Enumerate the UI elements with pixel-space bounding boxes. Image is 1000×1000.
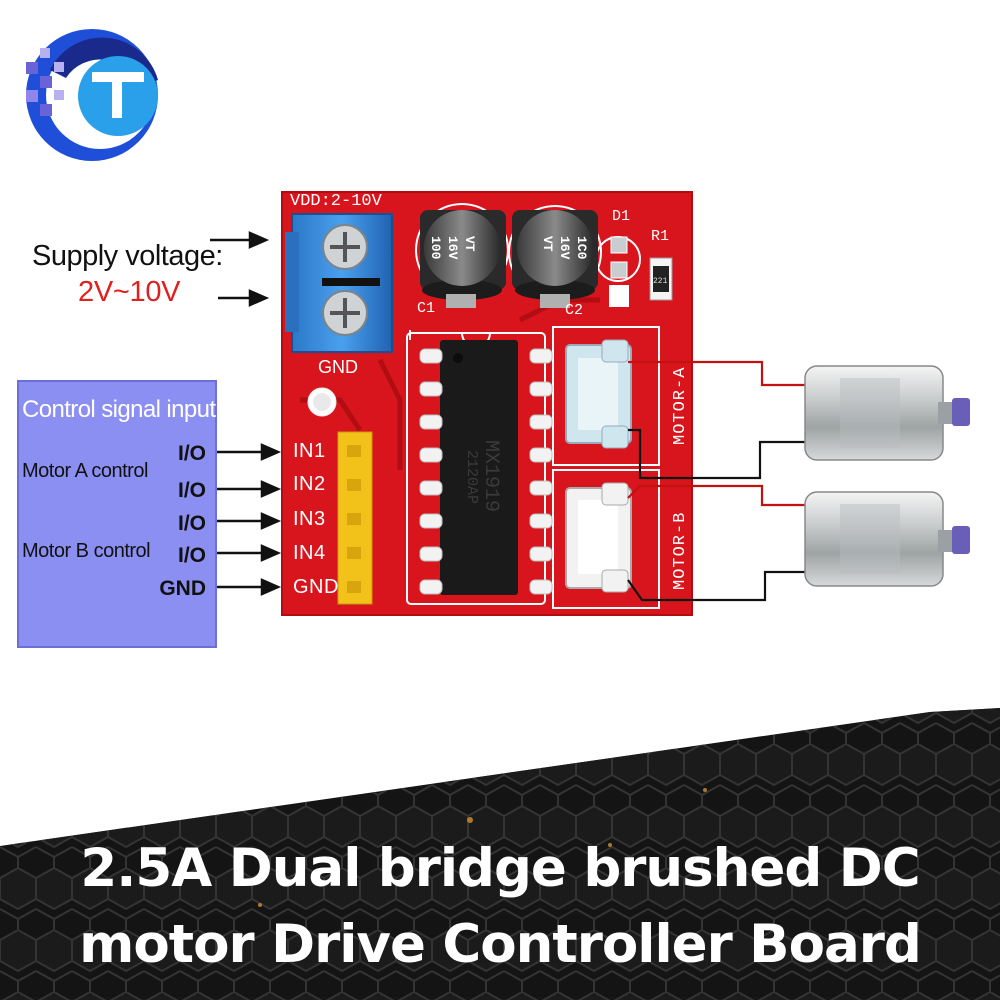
supply-voltage-label: Supply voltage:: [32, 240, 223, 272]
power-terminal: [285, 213, 393, 353]
motor-a-control-label: Motor A control: [22, 460, 148, 482]
chip-pin-left: [419, 546, 443, 562]
cap1-line2: 16V: [445, 236, 460, 260]
driver-chip: [440, 340, 518, 595]
chip-pin-left: [419, 447, 443, 463]
chip-pin-right: [529, 546, 553, 562]
signal-tag-2: I/O: [177, 479, 206, 502]
chip-marking-2: 2120AP: [463, 450, 480, 504]
cap1-line1: 100: [428, 236, 443, 260]
header-pins: [347, 445, 361, 593]
chip-pin-right: [529, 513, 553, 529]
chip-pin-right: [529, 480, 553, 496]
signal-tag-1: I/O: [177, 442, 206, 465]
cap2-line2: 16V: [557, 236, 572, 260]
resistor-r1: [649, 257, 673, 301]
motor-wires: [627, 360, 810, 602]
motor-b-connector: [565, 482, 632, 593]
chip-pin-left: [419, 579, 443, 595]
vdd-label: VDD:2-10V: [290, 192, 382, 211]
cap1-line3: VT: [462, 236, 477, 252]
motor-a-connector: [565, 339, 632, 449]
chip-pin-right: [529, 579, 553, 595]
pin-gnd: GND: [293, 576, 339, 598]
header-pin: [347, 581, 361, 593]
signal-tag-gnd: GND: [159, 577, 206, 600]
chip-pin-left: [419, 414, 443, 430]
header-pin: [347, 547, 361, 559]
header-pin: [347, 445, 361, 457]
supply-arrows: [210, 231, 270, 307]
banner-title-line2: motor Drive Controller Board: [79, 914, 922, 975]
chip-pin-left: [419, 513, 443, 529]
chip-pin-right: [529, 414, 553, 430]
chip-pin-left: [419, 348, 443, 364]
chip-pin-right: [529, 381, 553, 397]
motor-b: [804, 491, 970, 587]
r1-code: 221: [653, 277, 668, 286]
pin-in4: IN4: [293, 542, 326, 564]
c2-label: C2: [565, 302, 584, 319]
motor-a: [804, 365, 970, 461]
motor-b-label: MOTOR-B: [671, 512, 690, 590]
cap2-line1: 1C0: [574, 236, 589, 260]
signal-tag-3: I/O: [177, 512, 206, 535]
chip-pin-left: [419, 480, 443, 496]
r1-label: R1: [651, 228, 670, 245]
gnd-terminal-label: GND: [318, 357, 358, 377]
control-arrows: [212, 443, 282, 596]
capacitor-c1: [420, 210, 506, 308]
signal-tag-4: I/O: [177, 544, 206, 567]
pin-in3: IN3: [293, 508, 326, 530]
pin-in2: IN2: [293, 473, 326, 495]
motor-b-control-label: Motor B control: [22, 540, 151, 562]
chip-pin-left: [419, 381, 443, 397]
header-pin: [347, 479, 361, 491]
capacitor-c2: [512, 210, 598, 308]
supply-voltage-range: 2V~10V: [78, 276, 181, 308]
chip-pin-right: [529, 447, 553, 463]
chip-marking-1: MX1919: [479, 440, 502, 512]
chip-pin-right: [529, 348, 553, 364]
header-pin: [347, 513, 361, 525]
pin-in1: IN1: [293, 440, 326, 462]
control-signal-panel: [17, 380, 217, 648]
cap2-line3: VT: [540, 236, 555, 252]
control-panel-title: Control signal input: [22, 396, 216, 423]
c1-label: C1: [417, 300, 436, 317]
d1-label: D1: [612, 208, 631, 225]
banner-title-line1: 2.5A Dual bridge brushed DC: [80, 838, 920, 899]
brand-logo: [26, 29, 158, 161]
chip-pins: [419, 348, 553, 595]
motor-a-label: MOTOR-A: [671, 367, 690, 445]
diode-d1: [609, 236, 629, 307]
